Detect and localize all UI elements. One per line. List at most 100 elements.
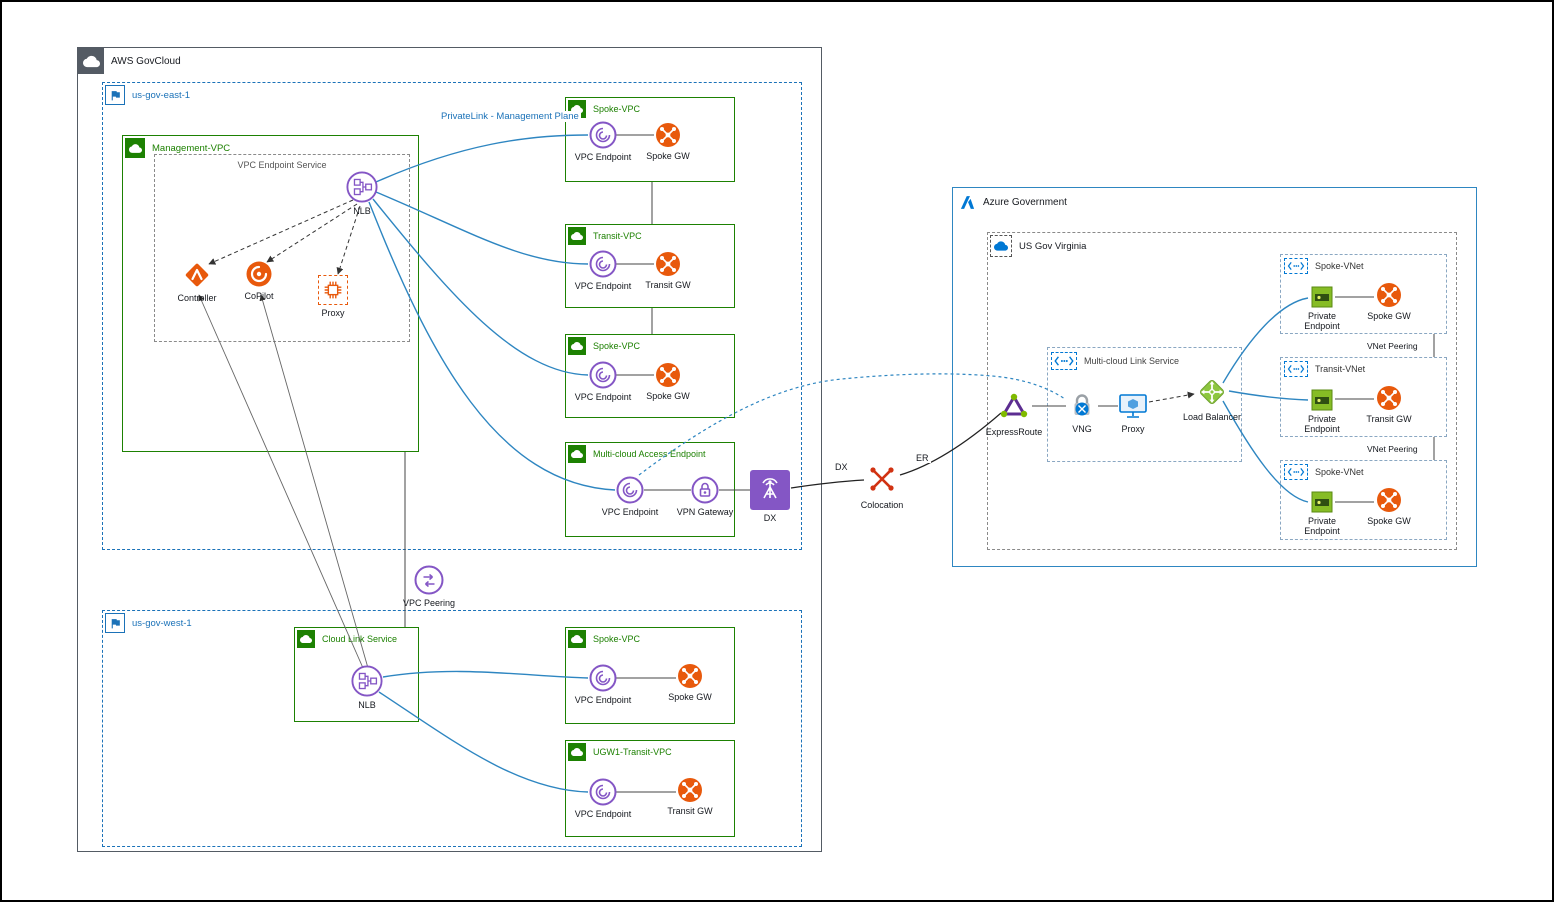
gateway-icon: [655, 362, 681, 388]
vng-lock-icon: [1067, 391, 1097, 421]
vpc-cloud-icon: [568, 445, 586, 463]
vpc-peering-node: VPC Peering: [394, 565, 464, 608]
vnet-brackets-icon: [1284, 464, 1308, 480]
spoke-gw-node: Spoke GW: [1354, 282, 1424, 321]
spoke-gw-node: Spoke GW: [655, 663, 725, 702]
management-vpc-header: Management-VPC: [125, 138, 230, 158]
transit-gw-node: Transit GW: [655, 777, 725, 816]
ugw1-transit-vpc-title: UGW1-Transit-VPC: [593, 747, 672, 757]
azure-region-cloud-icon: [990, 235, 1012, 257]
azure-logo-icon: [959, 194, 976, 211]
region-east-header: us-gov-east-1: [105, 85, 190, 105]
vpc-endpoint-node: VPC Endpoint: [568, 778, 638, 819]
controller-icon: [182, 260, 212, 290]
vpc-peering-icon: [414, 565, 444, 595]
dx-node: DX: [735, 470, 805, 523]
gateway-icon: [677, 777, 703, 803]
vpc-cloud-icon: [568, 337, 586, 355]
vpn-gateway-node: VPN Gateway: [670, 476, 740, 517]
ugw1-transit-vpc-header: UGW1-Transit-VPC: [568, 743, 672, 761]
transit-gw-node: Transit GW: [1354, 385, 1424, 424]
multicloud-link-service-title: Multi-cloud Link Service: [1084, 356, 1180, 366]
load-balancer-node: Load Balancer: [1177, 375, 1247, 422]
proxy-chip-icon: [318, 275, 348, 305]
dx-edge-label: DX: [833, 462, 850, 472]
transit-vpc-header: Transit-VPC: [568, 227, 642, 245]
colocation-icon: [864, 461, 900, 497]
private-endpoint-node: Private Endpoint: [1287, 491, 1357, 537]
private-endpoint-icon: [1311, 286, 1333, 308]
vnet-brackets-icon: [1284, 361, 1308, 377]
spoke-vnet-bottom-title: Spoke-VNet: [1315, 467, 1364, 477]
nlb-east-node: NLB: [327, 171, 397, 216]
vpc-endpoint-icon: [589, 121, 617, 149]
aws-govcloud-title: AWS GovCloud: [111, 55, 181, 67]
copilot-icon: [245, 260, 273, 288]
vpc-endpoint-node: VPC Endpoint: [568, 250, 638, 291]
nlb-west-node: NLB: [332, 665, 402, 710]
vpc-endpoint-node: VPC Endpoint: [568, 121, 638, 162]
vnet-brackets-icon: [1284, 258, 1308, 274]
gateway-icon: [677, 663, 703, 689]
vnet-peering-bottom-label: VNet Peering: [1365, 444, 1420, 454]
vpc-cloud-icon: [568, 743, 586, 761]
private-endpoint-node: Private Endpoint: [1287, 286, 1357, 332]
transit-vpc-title: Transit-VPC: [593, 231, 642, 241]
azure-government-title: Azure Government: [983, 197, 1067, 208]
vpc-endpoint-node: VPC Endpoint: [568, 361, 638, 402]
multicloud-access-endpoint-header: Multi-cloud Access Endpoint: [568, 445, 706, 463]
vpc-endpoint-icon: [589, 250, 617, 278]
private-endpoint-icon: [1311, 491, 1333, 513]
spoke-vpc-top-title: Spoke-VPC: [593, 104, 641, 114]
region-us-gov-west-1: us-gov-west-1: [102, 610, 802, 847]
controller-node: Controller: [162, 260, 232, 303]
vpc-endpoint-service-title: VPC Endpoint Service: [237, 160, 327, 170]
vpc-cloud-icon: [568, 227, 586, 245]
vpc-endpoint-icon: [616, 476, 644, 504]
proxy-aws-node: Proxy: [298, 275, 368, 318]
proxy-azure-node: Proxy: [1098, 391, 1168, 434]
multicloud-link-service-header: Multi-cloud Link Service: [1051, 352, 1179, 370]
gateway-icon: [655, 122, 681, 148]
cloud-link-service-title: Cloud Link Service: [322, 634, 398, 644]
management-vpc-title: Management-VPC: [152, 142, 231, 154]
region-east-label: us-gov-east-1: [132, 89, 191, 101]
transit-vnet-title: Transit-VNet: [1315, 364, 1366, 374]
vpc-endpoint-icon: [589, 361, 617, 389]
spoke-vnet-top-box: Spoke-VNet: [1280, 254, 1447, 334]
er-edge-label: ER: [914, 453, 931, 463]
proxy-monitor-icon: [1117, 391, 1149, 421]
spoke-vpc-bottom-title: Spoke-VPC: [593, 341, 641, 351]
load-balancer-icon: [1195, 375, 1229, 409]
azure-government-header: Azure Government: [959, 194, 1067, 211]
expressroute-node: ExpressRoute: [979, 388, 1049, 437]
vpc-endpoint-node: VPC Endpoint: [595, 476, 665, 517]
transit-gw-node: Transit GW: [633, 251, 703, 290]
spoke-vnet-top-header: Spoke-VNet: [1284, 258, 1364, 274]
gateway-icon: [655, 251, 681, 277]
vpc-cloud-icon: [568, 630, 586, 648]
aws-cloud-icon: [78, 48, 104, 74]
spoke-gw-node: Spoke GW: [1354, 487, 1424, 526]
region-west-header: us-gov-west-1: [105, 613, 192, 633]
spoke-vpc-west-title: Spoke-VPC: [593, 634, 641, 644]
region-flag-icon: [105, 613, 125, 633]
cloud-link-service-header: Cloud Link Service: [297, 630, 397, 648]
expressroute-icon: [996, 388, 1032, 424]
privatelink-plane-label: PrivateLink - Management Plane: [439, 111, 581, 122]
vpc-endpoint-icon: [589, 778, 617, 806]
vpc-endpoint-node: VPC Endpoint: [568, 664, 638, 705]
vpc-cloud-icon: [125, 138, 145, 158]
multicloud-access-endpoint-title: Multi-cloud Access Endpoint: [593, 449, 706, 459]
spoke-gw-node: Spoke GW: [633, 362, 703, 401]
region-flag-icon: [105, 85, 125, 105]
copilot-node: CoPilot: [224, 260, 294, 301]
nlb-icon: [346, 171, 378, 203]
spoke-vpc-bottom-header: Spoke-VPC: [568, 337, 640, 355]
colocation-node: Colocation: [847, 461, 917, 510]
vpn-gateway-icon: [691, 476, 719, 504]
spoke-vnet-top-title: Spoke-VNet: [1315, 261, 1364, 271]
transit-vnet-header: Transit-VNet: [1284, 361, 1365, 377]
gateway-icon: [1376, 487, 1402, 513]
